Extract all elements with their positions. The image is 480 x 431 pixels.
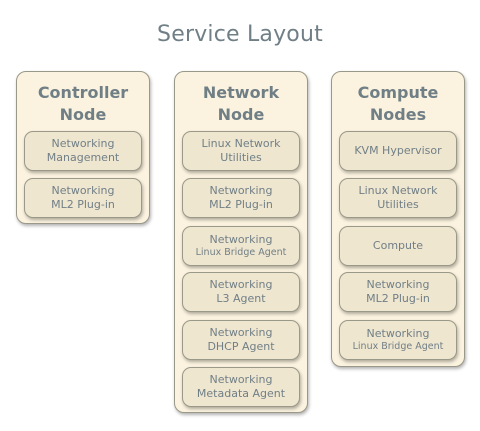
column-heading-line: Nodes bbox=[369, 105, 427, 124]
service-label: ML2 Plug-in bbox=[209, 198, 273, 211]
service-label: Utilities bbox=[377, 198, 419, 211]
column-heading: Compute Nodes bbox=[332, 82, 464, 126]
column-heading: Controller Node bbox=[17, 82, 149, 126]
service-label: Metadata Agent bbox=[196, 387, 286, 400]
service-label: ML2 Plug-in bbox=[51, 198, 115, 211]
service-label: Linux Network bbox=[201, 137, 281, 150]
service-box-networking-management: Networking Management bbox=[24, 131, 142, 171]
service-label: L3 Agent bbox=[216, 292, 266, 305]
service-label: Networking bbox=[51, 137, 115, 150]
service-label: Networking bbox=[51, 184, 115, 197]
service-label: Utilities bbox=[220, 151, 262, 164]
service-box-kvm-hypervisor: KVM Hypervisor bbox=[339, 131, 457, 171]
service-label: DHCP Agent bbox=[207, 340, 275, 353]
network-node-column: Network Node Linux Network Utilities Net… bbox=[174, 71, 308, 413]
service-label: Networking bbox=[209, 373, 273, 386]
service-box-ml2-plugin: Networking ML2 Plug-in bbox=[24, 178, 142, 218]
diagram-title: Service Layout bbox=[157, 22, 323, 47]
service-box-metadata-agent: Networking Metadata Agent bbox=[182, 367, 300, 407]
service-box-linux-bridge-agent: Networking Linux Bridge Agent bbox=[182, 226, 300, 266]
service-box-linux-network-utilities: Linux Network Utilities bbox=[182, 131, 300, 171]
service-label: ML2 Plug-in bbox=[366, 292, 430, 305]
service-label: Networking bbox=[366, 327, 430, 340]
service-box-compute: Compute bbox=[339, 226, 457, 266]
column-heading: Network Node bbox=[175, 82, 307, 126]
service-label: Networking bbox=[209, 184, 273, 197]
column-heading-line: Network bbox=[202, 83, 280, 102]
service-box-ml2-plugin: Networking ML2 Plug-in bbox=[339, 272, 457, 312]
service-label: Networking bbox=[209, 326, 273, 339]
service-box-l3-agent: Networking L3 Agent bbox=[182, 272, 300, 312]
service-label: Networking bbox=[209, 278, 273, 291]
service-label: Compute bbox=[372, 239, 424, 252]
column-heading-line: Controller bbox=[37, 83, 129, 102]
service-label: Networking bbox=[366, 278, 430, 291]
compute-nodes-column: Compute Nodes KVM Hypervisor Linux Netwo… bbox=[331, 71, 465, 367]
service-box-dhcp-agent: Networking DHCP Agent bbox=[182, 320, 300, 360]
service-label: KVM Hypervisor bbox=[354, 144, 442, 157]
service-box-ml2-plugin: Networking ML2 Plug-in bbox=[182, 178, 300, 218]
service-label: Linux Network bbox=[358, 184, 438, 197]
service-label: Linux Bridge Agent bbox=[195, 247, 287, 258]
column-heading-line: Node bbox=[59, 105, 107, 124]
service-label: Networking bbox=[209, 233, 273, 246]
service-box-linux-bridge-agent: Networking Linux Bridge Agent bbox=[339, 320, 457, 360]
service-label: Management bbox=[46, 151, 120, 164]
column-heading-line: Compute bbox=[357, 83, 439, 102]
service-label: Linux Bridge Agent bbox=[352, 341, 444, 352]
service-box-linux-network-utilities: Linux Network Utilities bbox=[339, 178, 457, 218]
controller-node-column: Controller Node Networking Management Ne… bbox=[16, 71, 150, 224]
column-heading-line: Node bbox=[217, 105, 265, 124]
